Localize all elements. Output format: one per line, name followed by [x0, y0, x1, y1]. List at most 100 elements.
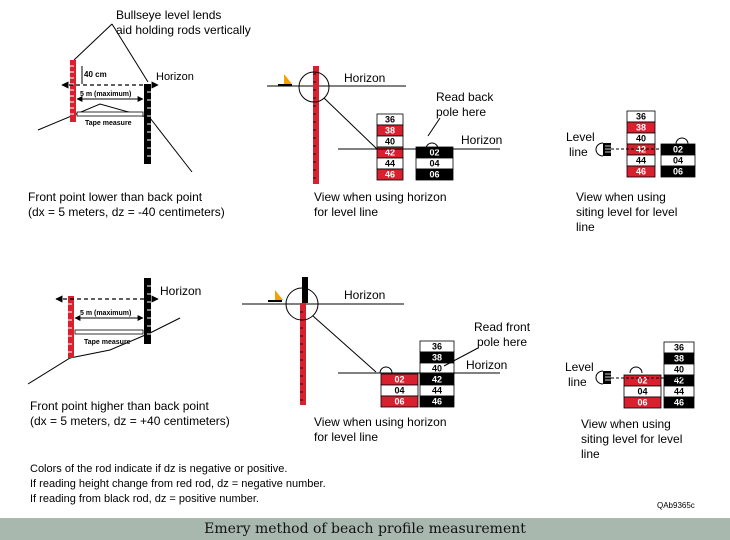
rod-value: 46	[636, 167, 646, 177]
sailboat-icon	[284, 74, 292, 84]
desc-line1: Front point higher than back point	[30, 399, 209, 413]
figure-caption: Emery method of beach profile measuremen…	[204, 521, 526, 537]
rod-value: 02	[429, 148, 439, 158]
desc-line2: for level line	[314, 205, 378, 219]
read-back-line2: pole here	[436, 105, 486, 119]
level-line2: line	[569, 145, 588, 159]
desc-line1: Front point lower than back point	[28, 190, 203, 204]
level-line2: line	[568, 375, 587, 389]
note-line1: Colors of the rod indicate if dz is nega…	[30, 463, 287, 475]
rod-value: 36	[432, 342, 442, 352]
rod-value: 46	[432, 397, 442, 407]
rod-value: 42	[674, 376, 684, 386]
rod-segment	[623, 396, 662, 409]
pointer-line	[443, 347, 479, 367]
tape-label: Tape measure	[85, 120, 132, 127]
rod-value: 44	[636, 156, 646, 166]
rod-segment	[376, 168, 404, 181]
note-line2: If reading height change from red rod, d…	[30, 478, 326, 490]
desc-line1: View when using	[581, 417, 671, 431]
callout-line	[73, 23, 113, 61]
rod-segment	[660, 165, 696, 178]
rod-value: 42	[385, 148, 395, 158]
desc-line2: for level line	[314, 430, 378, 444]
rod-value: 38	[432, 353, 442, 363]
horizon-label: Horizon	[344, 71, 385, 85]
panel-front-lower: Bullseye level lends aid holding rods ve…	[28, 8, 251, 219]
read-front-line1: Read front	[474, 320, 531, 334]
zoom-line	[323, 97, 379, 151]
bullseye-note-line2: aid holding rods vertically	[116, 23, 251, 37]
rod-value: 06	[637, 398, 647, 408]
rod-segment	[419, 395, 455, 408]
tape	[76, 111, 144, 117]
tape-label: Tape measure	[84, 339, 131, 346]
note-line3: If reading from black rod, dz = positive…	[30, 493, 259, 505]
rod-value: 38	[636, 123, 646, 133]
rod-value: 36	[636, 112, 646, 122]
bullseye-icon	[629, 366, 643, 374]
red-rod	[68, 296, 74, 358]
level-line1: Level	[566, 130, 595, 144]
desc-line1: View when using horizon	[314, 415, 447, 429]
distance-label: 5 m (maximum)	[80, 91, 131, 98]
offset-label: 40 cm	[84, 70, 107, 79]
boat-hull	[278, 84, 292, 86]
level-line1: Level	[565, 360, 594, 374]
rod-value: 40	[385, 137, 395, 147]
rod-value: 36	[674, 343, 684, 353]
rod-value: 02	[394, 375, 404, 385]
rod-value: 42	[432, 375, 442, 385]
black-rod-ticks	[147, 91, 151, 157]
black-rod-ticks	[147, 285, 151, 335]
horizon-label: Horizon	[344, 288, 385, 302]
zoom-line	[312, 315, 377, 373]
rod-value: 02	[637, 376, 647, 386]
desc-line2: (dx = 5 meters, dz = -40 centimeters)	[28, 205, 225, 219]
black-rod	[144, 278, 151, 344]
distance-label: 5 m (maximum)	[80, 310, 131, 317]
read-front-line2: pole here	[477, 335, 527, 349]
rod-value: 40	[432, 364, 442, 374]
rod-value: 06	[429, 170, 439, 180]
ground-slope	[37, 103, 193, 173]
boat-hull	[268, 300, 282, 302]
rod-ticks	[313, 73, 316, 179]
desc-line1: View when using	[576, 190, 666, 204]
rod-value: 44	[674, 387, 684, 397]
desc-line2: siting level for level	[581, 432, 682, 446]
black-rod-top	[302, 277, 308, 303]
callout-line	[111, 23, 149, 83]
rod-value: 44	[385, 159, 395, 169]
bullseye-note-line1: Bullseye level lends	[116, 8, 221, 22]
red-rod	[313, 66, 319, 184]
red-rod	[300, 303, 306, 405]
horizon-label: Horizon	[160, 284, 201, 298]
rod-value: 40	[674, 365, 684, 375]
magnifier-circle	[285, 287, 319, 321]
rod-value: 44	[432, 386, 442, 396]
bullseye-icon	[379, 366, 393, 374]
rod-segment	[380, 395, 419, 408]
rod-value: 46	[385, 170, 395, 180]
desc-line2: siting level for level	[576, 205, 677, 219]
caption-bar: Emery method of beach profile measuremen…	[0, 518, 730, 540]
desc-line3: line	[581, 447, 600, 461]
rod-segment	[626, 165, 656, 178]
rod-value: 40	[636, 134, 646, 144]
rod-segment	[663, 396, 695, 409]
sailboat-icon	[275, 290, 283, 300]
rod-value: 04	[673, 156, 683, 166]
desc-line1: View when using horizon	[314, 190, 447, 204]
rod-value: 04	[394, 386, 404, 396]
rod-value: 02	[673, 145, 683, 155]
